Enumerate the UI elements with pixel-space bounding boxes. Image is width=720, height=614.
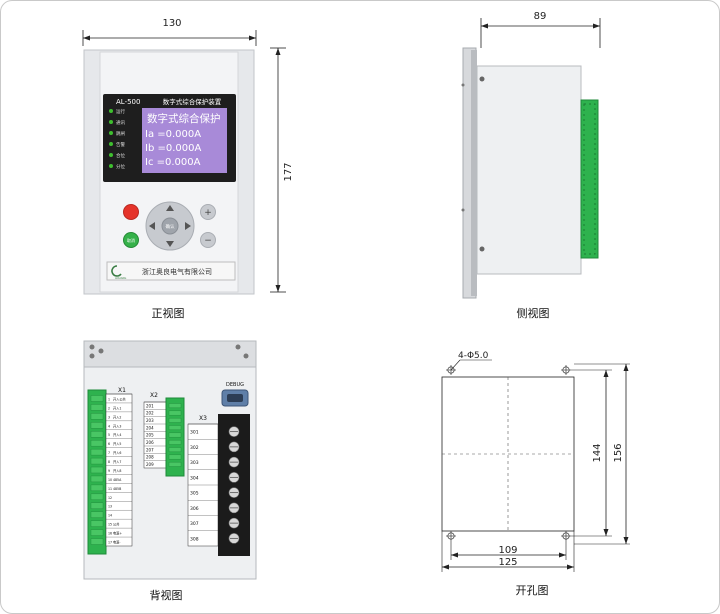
model-label: AL-500 [116, 98, 140, 106]
company-name: 浙江奥良电气有限公司 [142, 267, 212, 276]
led-label: 分位 [116, 163, 125, 170]
company-logo-text: AOLIANG [115, 276, 126, 280]
arrow-left-icon[interactable] [149, 222, 155, 230]
arrow-right-icon[interactable] [185, 222, 191, 230]
led-label: 告警 [116, 141, 125, 148]
plus-icon: + [204, 208, 212, 218]
led-column: 运行 通讯 跳闸 告警 合位 分位 [109, 108, 125, 170]
led-label: 运行 [116, 108, 125, 115]
minus-icon: − [204, 236, 212, 246]
company-logo-icon [111, 265, 122, 277]
plus-button[interactable] [200, 204, 216, 220]
led-indicator [109, 120, 113, 124]
led-label: 通讯 [116, 119, 125, 126]
device-title: 数字式综合保护装置 [163, 97, 222, 106]
cancel-button[interactable] [123, 232, 139, 248]
confirm-button[interactable] [161, 217, 179, 235]
lcd-line-1: 数字式综合保护 [147, 112, 221, 125]
front-height-dimension [270, 47, 286, 293]
lcd-line-3: Ib =0.000A [145, 143, 201, 154]
lcd-line-4: Ic =0.000A [145, 157, 201, 168]
led-indicator [109, 164, 113, 168]
front-width-label: 130 [162, 18, 181, 29]
arrow-up-icon[interactable] [166, 205, 174, 211]
confirm-button-label: 确认 [166, 223, 175, 230]
led-label: 合位 [116, 152, 125, 159]
led-indicator [109, 142, 113, 146]
led-indicator [109, 131, 113, 135]
cancel-button-label: 取消 [127, 237, 135, 243]
led-label: 跳闸 [116, 130, 125, 137]
led-indicator [109, 109, 113, 113]
front-width-dimension [82, 30, 257, 46]
arrow-down-icon[interactable] [166, 241, 174, 247]
front-height-label: 177 [283, 162, 294, 181]
company-strip [106, 261, 236, 281]
led-indicator [109, 153, 113, 157]
lcd-screen [142, 108, 227, 173]
reset-button[interactable] [123, 204, 139, 220]
front-view-caption: 正视图 [152, 306, 185, 320]
minus-button[interactable] [200, 232, 216, 248]
lcd-line-2: Ia =0.000A [145, 129, 201, 140]
